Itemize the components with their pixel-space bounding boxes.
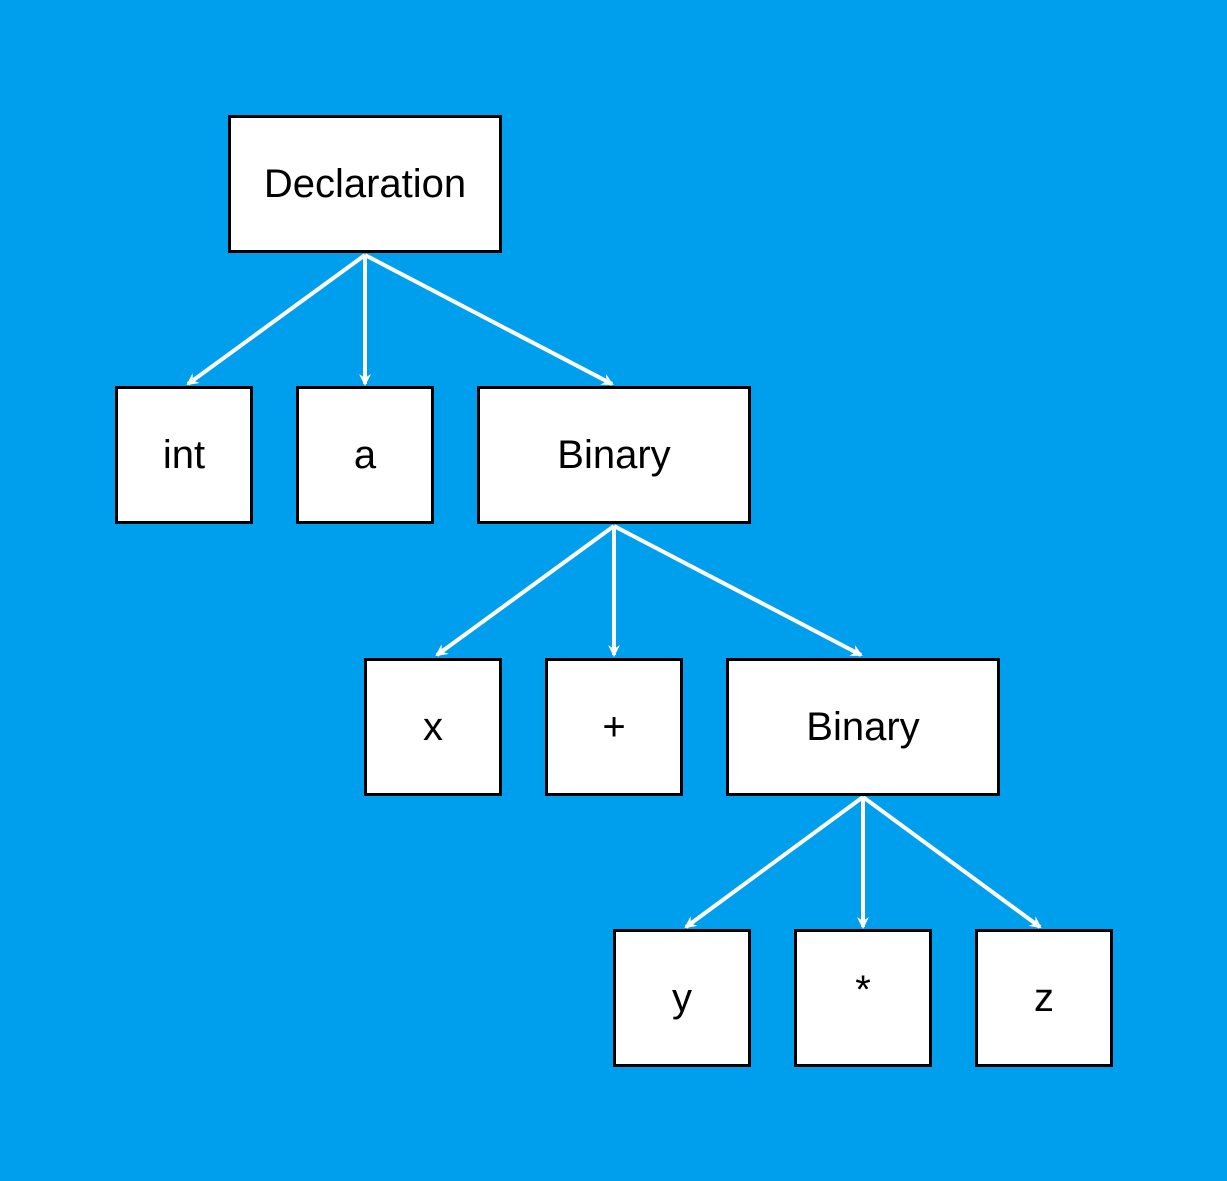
node-declaration: Declaration [228,115,502,253]
node-a: a [296,386,434,524]
node-plus: + [545,658,683,796]
node-y: y [613,929,751,1067]
node-label: Declaration [263,162,467,206]
node-star: * [794,929,932,1067]
node-z: z [975,929,1113,1067]
edge-binary-2-to-y [684,795,865,929]
node-label: x [423,705,443,749]
edge-declaration-to-int [186,253,367,386]
node-x: x [364,658,502,796]
node-label: Binary [557,433,671,477]
node-label: * [855,968,871,1012]
edge-declaration-to-binary-1 [364,253,614,386]
edge-binary-2-to-z [861,795,1042,929]
edge-binary-1-to-binary-2 [613,524,863,657]
node-label: z [1034,976,1054,1020]
node-label: + [602,705,626,749]
node-label: a [353,433,377,477]
edge-binary-1-to-x [435,524,616,657]
node-int: int [115,386,253,524]
node-label: int [162,433,206,477]
node-binary-1: Binary [477,386,751,524]
node-label: Binary [806,705,920,749]
node-label: y [672,976,692,1020]
node-binary-2: Binary [726,658,1000,796]
